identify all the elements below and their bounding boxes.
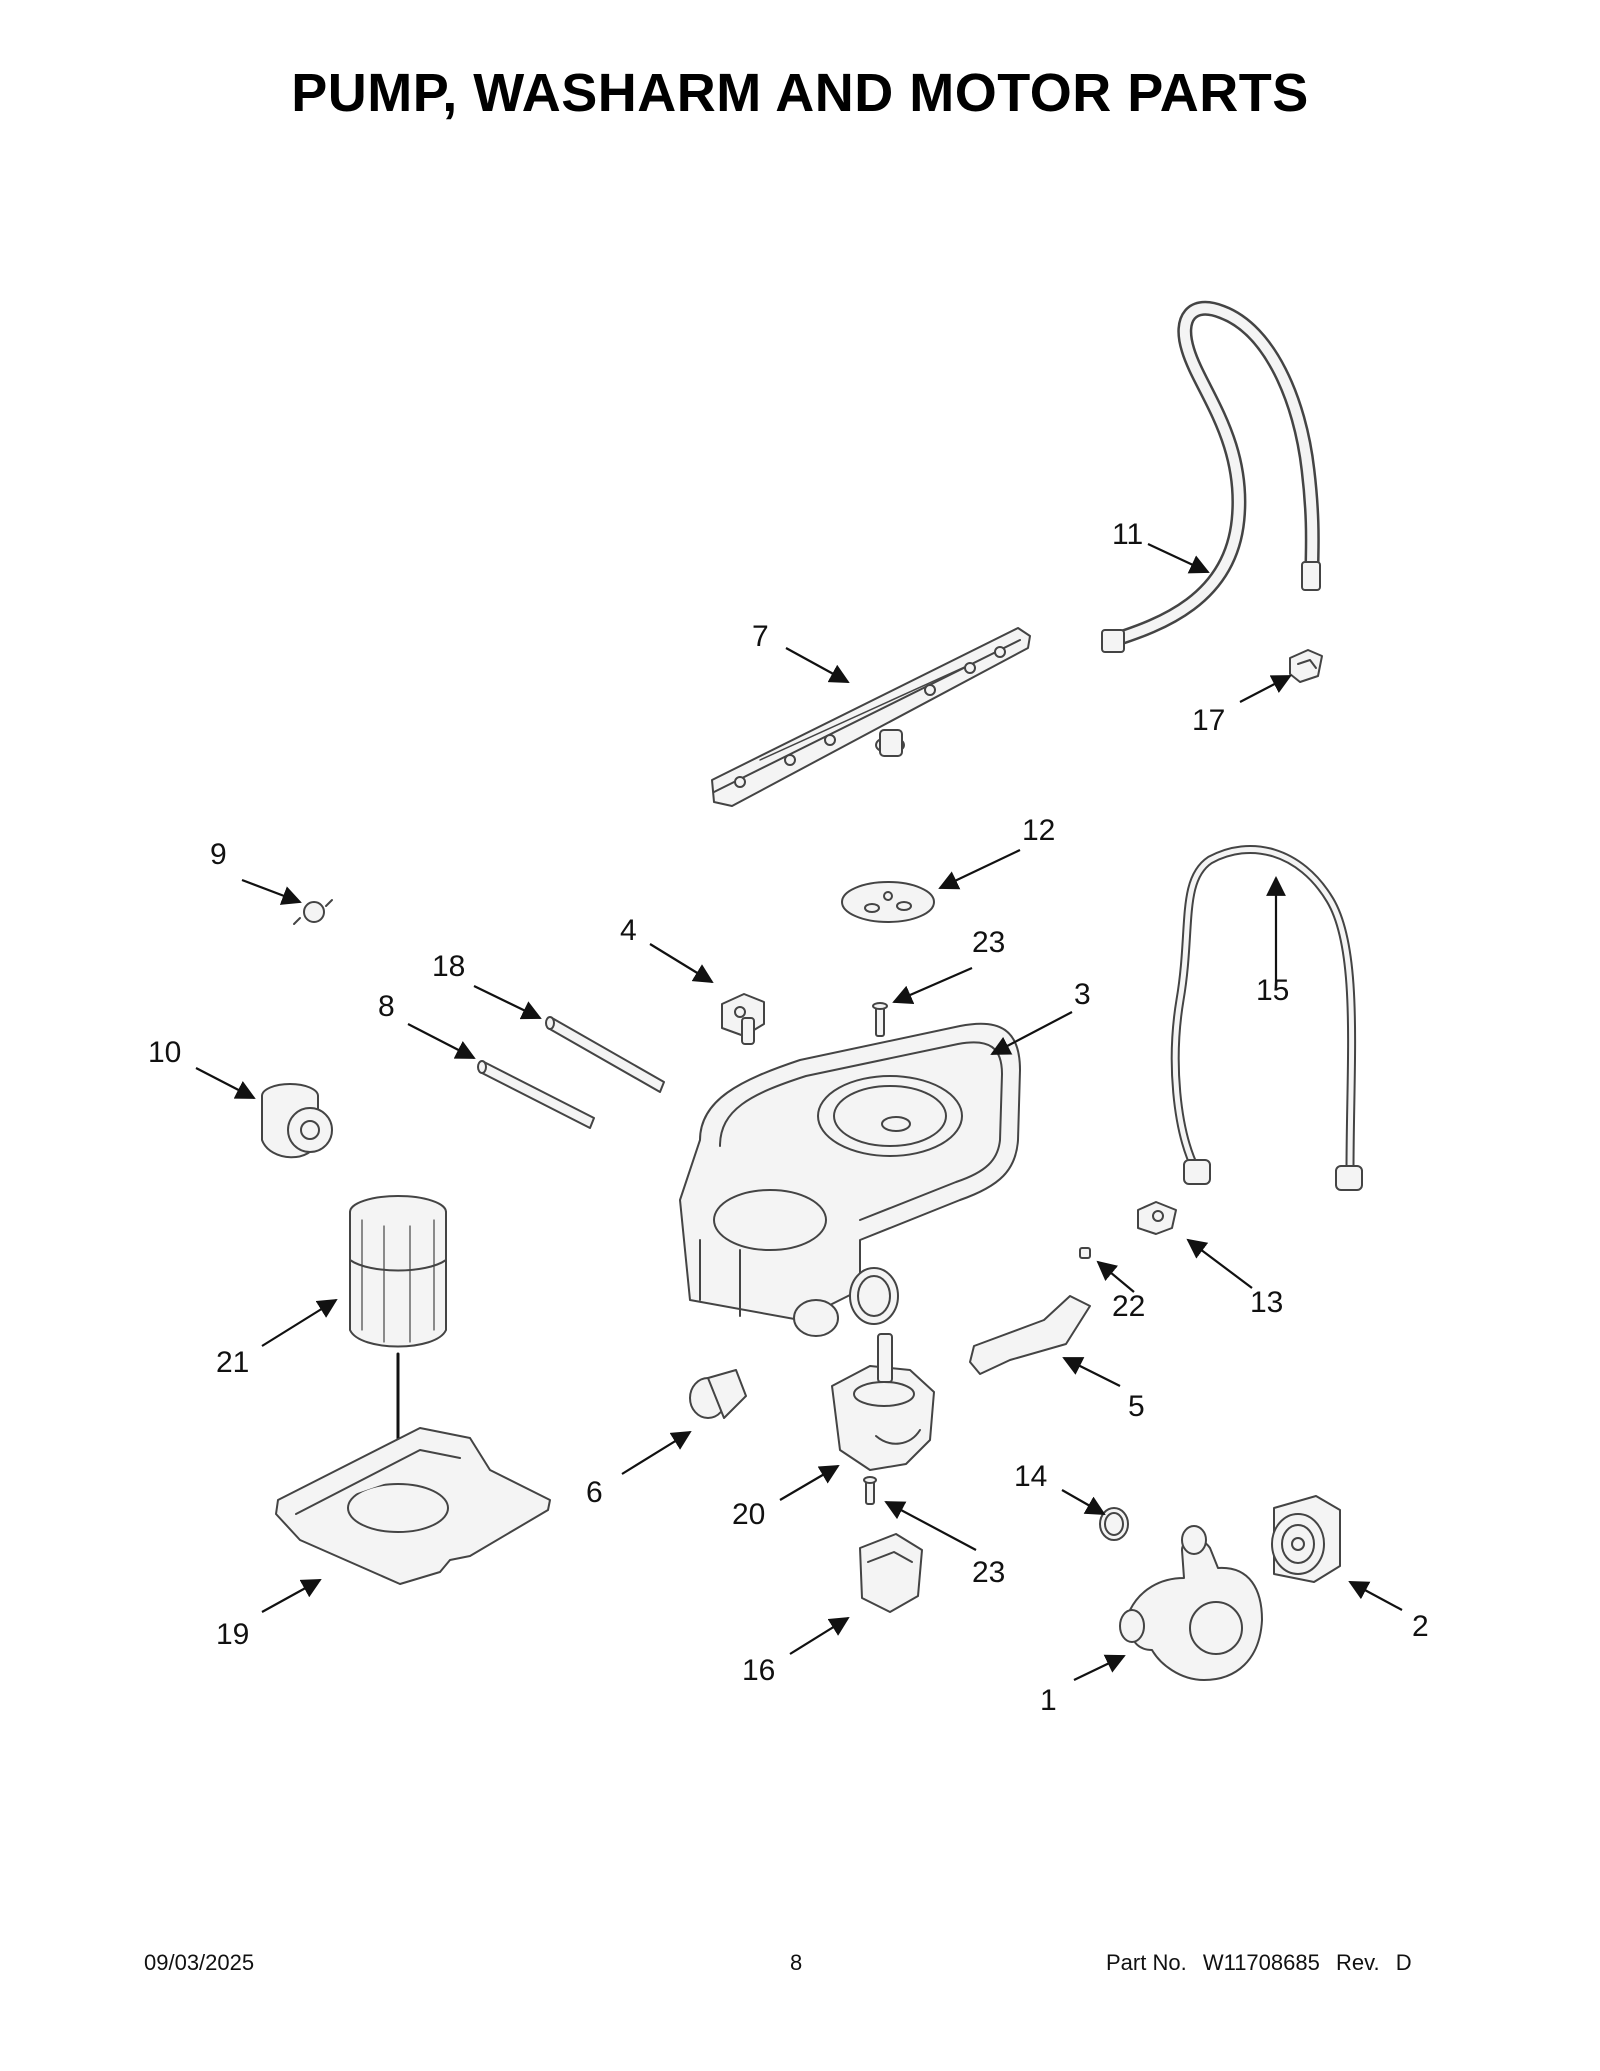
part-1-pump-housing [1119,1525,1263,1681]
footer-part-info: Part No. W11708685 Rev. D [1106,1950,1422,1976]
leader-6 [621,1430,692,1475]
part-18-rod [545,1016,665,1093]
leader-13 [1186,1238,1253,1289]
part-3-sump [679,1022,1021,1337]
revision-label: Rev. [1335,1950,1380,1975]
callout-5: 5 [1128,1390,1145,1423]
callout-7: 7 [752,620,769,653]
callout-18: 18 [432,950,465,983]
callout-2: 2 [1412,1610,1429,1643]
callout-13: 13 [1250,1286,1283,1319]
leader-8 [407,1023,476,1059]
callout-14: 14 [1014,1460,1047,1493]
callout-23-bottom: 23 [972,1556,1005,1589]
part-16-switch [859,1533,923,1613]
leader-4 [649,943,714,984]
callout-15: 15 [1256,974,1289,1007]
leader-22 [1096,1260,1135,1293]
part-4-sensor [721,993,765,1045]
footer-page-number: 8 [790,1950,803,1975]
callout-11: 11 [1112,518,1143,551]
leader-12 [938,849,1021,890]
callout-6: 6 [586,1476,603,1509]
leader-7 [785,647,850,683]
callout-21: 21 [216,1346,249,1379]
revision-value: D [1395,1950,1412,1975]
part-5-bracket [969,1295,1091,1375]
part-2-motor [1271,1495,1341,1583]
part-21-filter [349,1195,447,1348]
callout-17: 17 [1192,704,1225,737]
callout-20: 20 [732,1498,765,1531]
leader-18 [473,985,542,1020]
callout-16: 16 [742,1654,775,1687]
part-19-tray [275,1427,551,1585]
leader-14 [1061,1489,1106,1515]
callout-9: 9 [210,838,227,871]
callout-10: 10 [148,1036,181,1069]
leader-23-top [892,966,973,1004]
leader-23-bottom [884,1501,977,1551]
part-11-hose [1101,300,1321,653]
part-9-clamp [293,899,333,925]
callout-1: 1 [1040,1684,1057,1717]
part-number-label: Part No. [1106,1950,1187,1975]
leader-9 [241,878,302,905]
part-23-screw-bottom [863,1476,877,1505]
leader-16 [789,1616,850,1655]
callout-8: 8 [378,990,395,1023]
part-6-seal [689,1369,747,1419]
footer-date: 09/03/2025 [144,1950,255,1975]
leader-10 [195,1067,256,1099]
part-14-clamp-ring [1099,1507,1129,1541]
leader-1 [1073,1654,1126,1681]
part-17-clip [1289,649,1323,683]
leader-17 [1239,675,1292,703]
leader-19 [261,1579,322,1613]
part-22-nut [1079,1247,1091,1259]
callout-3: 3 [1074,978,1091,1011]
leader-11 [1147,543,1210,574]
leader-20 [779,1464,840,1501]
page-title: PUMP, WASHARM AND MOTOR PARTS [291,63,1309,123]
leader-21 [261,1298,338,1347]
part-13-connector [1137,1201,1177,1235]
part-7-wash-arm [711,627,1031,807]
leader-2 [1348,1581,1403,1611]
part-8-rod [477,1060,595,1129]
callout-23-top: 23 [972,926,1005,959]
part-23-screw-top [872,1002,888,1037]
part-10-cartridge [261,1083,333,1159]
part-12-disc [841,881,935,923]
callout-4: 4 [620,914,637,947]
leader-5 [1062,1357,1121,1387]
callout-19: 19 [216,1618,249,1651]
leader-3 [990,1011,1073,1055]
callout-12: 12 [1022,814,1055,847]
part-20-pump [831,1333,935,1471]
part-number: W11708685 [1202,1950,1320,1975]
callout-22: 22 [1112,1290,1145,1323]
part-15-drain-hose [1170,844,1363,1191]
